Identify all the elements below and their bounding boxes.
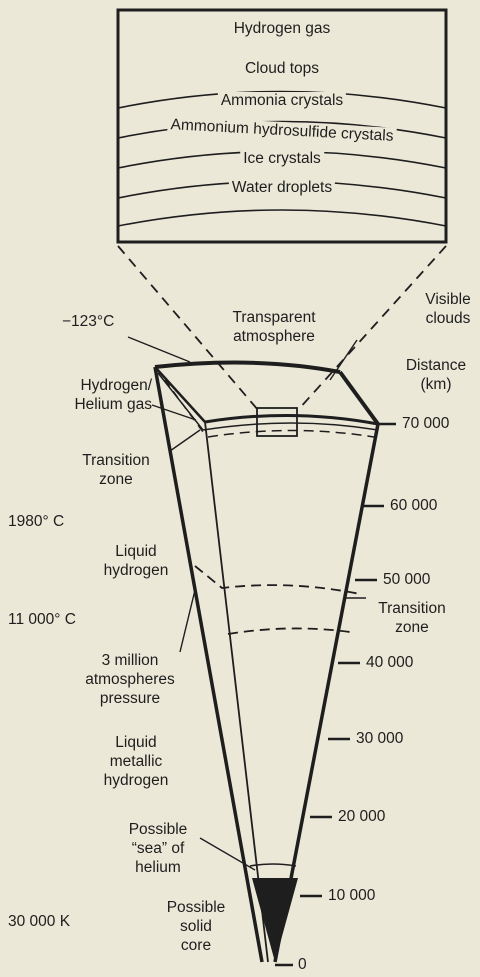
inset-layer-label: Cloud tops [241, 60, 323, 78]
inset-layer-line [117, 209, 447, 227]
surface-temperature-label: −123°C [62, 313, 115, 330]
distance-tick-label: 20 000 [338, 808, 386, 825]
transition-upper [194, 565, 361, 595]
projection-line-left [117, 245, 259, 411]
slab-front-top [204, 414, 379, 426]
inset-layer-line [117, 90, 447, 109]
solid-core-label: Possible solid core [166, 899, 226, 954]
helium-sea-label: Possible “sea” of helium [128, 821, 188, 876]
inset-layer-label: Ammonia crystals [217, 92, 347, 110]
temperature-1980-label: 1980° C [8, 513, 65, 530]
inset-box [116, 8, 448, 244]
distance-tick-label: 50 000 [383, 571, 431, 588]
liquid-hydrogen-label: Liquid hydrogen [103, 543, 169, 579]
inset-layer-label: Ice crystals [240, 150, 324, 168]
transition-zone-right-label: Transition zone [378, 600, 446, 636]
slab-left-edge [154, 366, 206, 423]
hydrogen-helium-label: Hydrogen/ Helium gas [74, 377, 152, 413]
leader-hydrogen-helium [151, 404, 197, 421]
distance-tick-label: 40 000 [366, 654, 414, 671]
distance-label: Distance (km) [405, 357, 467, 393]
transparent-atmosphere-label: Transparent atmosphere [232, 309, 316, 345]
distance-tick-label: 30 000 [356, 730, 404, 747]
distance-tick-label: 70 000 [402, 415, 450, 432]
sample-box [256, 407, 298, 437]
slab-side-dashed [164, 379, 204, 433]
cone-right-edge [273, 423, 380, 963]
liquid-metallic-hydrogen-label: Liquid metallic hydrogen [103, 734, 169, 789]
temperature-11000-label: 11 000° C [8, 611, 76, 628]
inset-layer-label: Hydrogen gas [230, 20, 334, 38]
transition-lower [227, 627, 351, 635]
cone-left-inner [204, 421, 269, 963]
leader-helium-sea [199, 837, 256, 871]
distance-tick-label: 0 [298, 956, 307, 973]
temperature-30000-label: 30 000 K [8, 913, 71, 930]
cone-left-outer [153, 366, 264, 963]
projection-line-right [297, 245, 447, 411]
transition-zone-left-label: Transition zone [82, 452, 150, 488]
slab-layer [202, 422, 379, 431]
slab-dashed-layer [207, 429, 375, 438]
distance-tick-label: 10 000 [328, 887, 376, 904]
distance-ticks [275, 422, 396, 967]
solid-core [252, 878, 298, 962]
slab-right-edge [338, 370, 380, 426]
leader-pressure [179, 589, 196, 653]
pressure-label: 3 million atmospheres pressure [85, 652, 175, 707]
distance-tick-label: 60 000 [390, 497, 438, 514]
leader-temp [127, 336, 191, 363]
inset-layer-label: Water droplets [228, 179, 336, 197]
visible-clouds-label: Visible clouds [425, 291, 471, 327]
leader-visible-clouds [329, 339, 358, 381]
leader-transition [169, 429, 201, 452]
slab-top-back [154, 360, 341, 374]
helium-sea-line [249, 863, 297, 867]
